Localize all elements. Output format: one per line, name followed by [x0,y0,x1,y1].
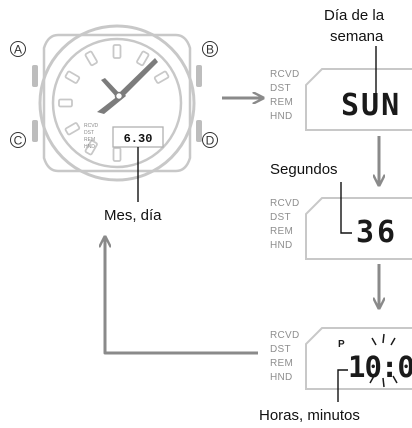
panel-time: RCVD DST REM HND P 10:08 [270,327,412,402]
button-b-marker [202,41,218,57]
panel-1-lcd [305,68,412,131]
label-horas-minutos: Horas, minutos [259,407,360,424]
panel-1-indicator-dst: DST [270,83,291,94]
panel-seconds: RCVD DST REM HND 36 [270,182,412,260]
panel-weekday: RCVD DST REM HND SUN [270,46,412,131]
label-segundos: Segundos [270,161,338,178]
button-c-marker [10,132,26,148]
panel-2-indicator-hnd: HND [270,240,293,251]
hour-marker [64,122,81,136]
button-b-label: B [206,43,214,57]
panel-3-lcd [305,327,412,390]
panel-1-indicator-hnd: HND [270,111,293,122]
minute-hand [115,58,158,99]
button-a[interactable] [32,65,38,87]
panel-3-display: 10:08 [348,350,412,384]
watch-indicator-dst: DST [84,130,94,136]
panel-3-indicator-rcvd: RCVD [270,330,300,341]
hour-marker [58,98,73,108]
panel-2-display: 36 [356,215,398,250]
label-dia-semana-line2: semana [330,28,384,45]
button-d-marker [202,132,218,148]
button-b[interactable] [196,65,202,87]
arrow-time-to-date [105,238,258,355]
hour-marker [64,70,81,84]
panel-2-indicator-rcvd: RCVD [270,198,300,209]
panel-1-indicator-rem: REM [270,97,293,108]
button-a-label: A [14,43,22,57]
hour-marker [84,139,98,156]
panel-3-indicator-dst: DST [270,344,291,355]
leader-line-seconds [340,182,352,234]
watch-indicator-hnd: HND [84,144,95,150]
button-d-label: D [206,134,215,148]
label-mes-dia: Mes, día [104,207,162,224]
watch-case [42,33,192,173]
panel-1-indicator-rcvd: RCVD [270,69,300,80]
leader-line-time [337,369,348,402]
panel-3-indicator-rem: REM [270,358,293,369]
watch-bezel [38,24,196,182]
watch-illustration: 6.30 RCVD DST REM HND A B C D [10,24,218,202]
watch-lcd-date: 6.30 [124,132,153,146]
panel-3-pm-indicator: P [338,339,345,350]
label-dia-semana-line1: Día de la [324,7,385,24]
button-d[interactable] [196,120,202,142]
hour-markers [58,44,170,162]
hour-marker [112,147,122,162]
hour-marker [112,44,122,59]
hour-marker [136,50,150,67]
watch-indicator-rem: REM [84,137,95,143]
panel-2-lcd [305,197,412,260]
button-a-marker [10,41,26,57]
panel-3-indicator-hnd: HND [270,372,293,383]
panel-1-display: SUN [341,88,401,123]
panel-2-indicator-rem: REM [270,226,293,237]
hand-pivot [114,91,124,101]
flow-arrows [105,98,379,355]
hour-marker [153,70,170,84]
colon-blink-marks [369,333,398,388]
hour-marker [84,50,98,67]
button-c[interactable] [32,120,38,142]
button-c-label: C [14,134,23,148]
watch-indicator-rcvd: RCVD [84,123,99,129]
panel-2-indicator-dst: DST [270,212,291,223]
